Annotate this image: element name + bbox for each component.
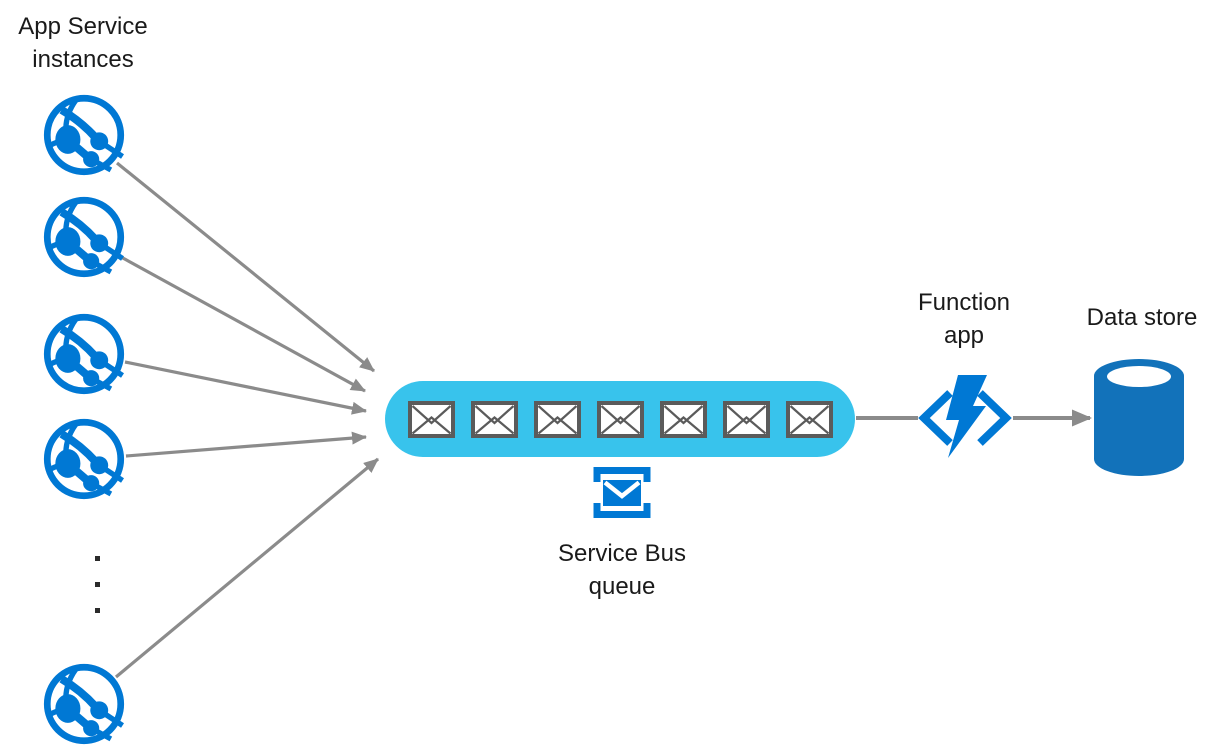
function-app-label: Function app: [854, 286, 1074, 352]
service-bus-queue-label: Service Bus queue: [512, 537, 732, 603]
ellipsis-dot: [95, 608, 100, 613]
service-bus-queue-pill: [385, 381, 855, 457]
envelope-icon: [786, 401, 833, 438]
envelope-icon: [408, 401, 455, 438]
app-service-label-line1: App Service: [18, 13, 148, 40]
service-bus-label-line1: Service Bus: [557, 540, 687, 567]
envelope-icon: [471, 401, 518, 438]
ellipsis-dot: [95, 556, 100, 561]
database-cylinder-icon: [1094, 359, 1184, 476]
arrow-instance2-to-queue: [120, 255, 366, 393]
app-service-label: App Service instances: [0, 10, 196, 76]
envelope-icon: [660, 401, 707, 438]
service-bus-icon: [593, 467, 651, 518]
app-service-instance-4-globe-icon: [41, 416, 127, 502]
service-bus-label-line2: queue: [588, 573, 656, 600]
function-app-label-line2: app: [943, 322, 985, 349]
arrow-instance4-to-queue: [125, 431, 367, 458]
ellipsis-dot: [95, 582, 100, 587]
app-service-instance-2-globe-icon: [41, 194, 127, 280]
arrow-instance5-to-queue: [114, 457, 380, 679]
function-app-label-line1: Function: [917, 289, 1011, 316]
arrow-instance1-to-queue: [115, 161, 376, 373]
app-service-instance-3-globe-icon: [41, 311, 127, 397]
function-lightning-icon: [918, 375, 1012, 458]
vertical-ellipsis-icon: [95, 556, 100, 613]
envelope-icon: [723, 401, 770, 438]
data-store-label: Data store: [1032, 301, 1216, 334]
data-store-label-line: Data store: [1086, 304, 1198, 331]
arrow-instance3-to-queue: [124, 360, 367, 415]
envelope-icon: [597, 401, 644, 438]
app-service-instance-5-globe-icon: [41, 661, 127, 745]
envelope-icon: [534, 401, 581, 438]
app-service-label-line2: instances: [32, 46, 134, 73]
app-service-instance-1-globe-icon: [41, 92, 127, 178]
